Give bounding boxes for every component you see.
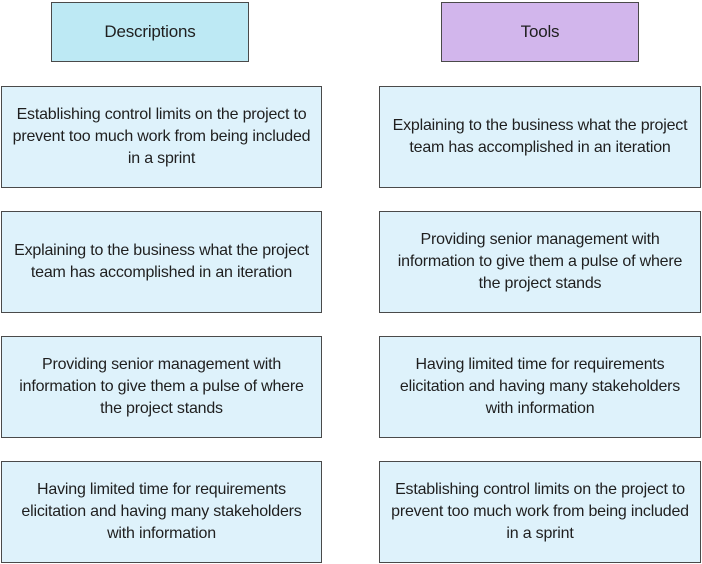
- tools-header: Tools: [441, 2, 639, 62]
- descriptions-header: Descriptions: [51, 2, 249, 62]
- description-item-4[interactable]: Having limited time for requirements eli…: [1, 461, 322, 563]
- tool-item-1[interactable]: Explaining to the business what the proj…: [379, 86, 701, 188]
- description-item-2[interactable]: Explaining to the business what the proj…: [1, 211, 322, 313]
- description-item-3[interactable]: Providing senior management with informa…: [1, 336, 322, 438]
- tool-item-3[interactable]: Having limited time for requirements eli…: [379, 336, 701, 438]
- description-item-1[interactable]: Establishing control limits on the proje…: [1, 86, 322, 188]
- tool-item-2[interactable]: Providing senior management with informa…: [379, 211, 701, 313]
- tool-item-4[interactable]: Establishing control limits on the proje…: [379, 461, 701, 563]
